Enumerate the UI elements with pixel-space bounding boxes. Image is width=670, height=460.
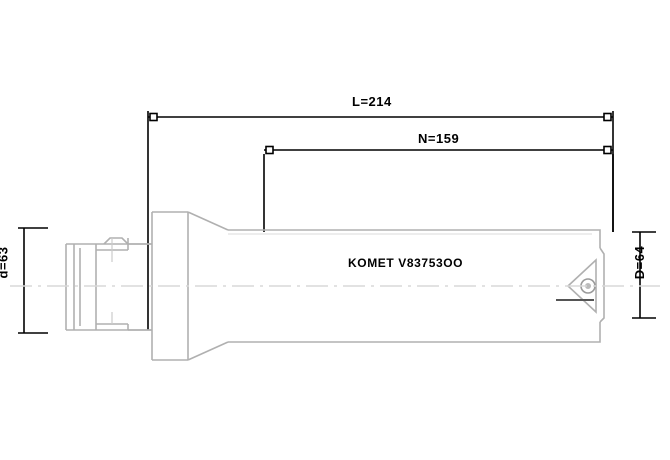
dimension-label-usable-length: N=159 [418, 131, 460, 146]
dimension-label-shank-diameter: d=63 [0, 246, 11, 279]
tool-body-outline [151, 211, 592, 361]
terminator-right-N [603, 145, 612, 155]
tool-marking-label: KOMET V83753OO [348, 256, 464, 270]
dimension-group-overall-length [147, 111, 614, 330]
terminator-right-L [603, 112, 612, 122]
taper-top-edge [187, 211, 229, 231]
taper-bottom-edge [187, 341, 229, 361]
insert-screw-center-icon [585, 283, 591, 289]
dimension-label-overall-length: L=214 [352, 94, 392, 109]
head-bottom-face [592, 322, 601, 343]
dimension-group-cutting-diameter [632, 231, 656, 319]
terminator-left-L [149, 112, 158, 122]
dimension-group-shank-diameter [18, 227, 48, 334]
dimension-group-usable-length [263, 149, 614, 232]
shank-outline [65, 237, 152, 331]
drive-slot-bump-top [103, 237, 129, 245]
terminator-left-N [265, 145, 274, 155]
head-top-face [592, 229, 601, 248]
dimension-label-cutting-diameter: D=64 [632, 245, 648, 280]
head-right-profile [599, 247, 605, 323]
